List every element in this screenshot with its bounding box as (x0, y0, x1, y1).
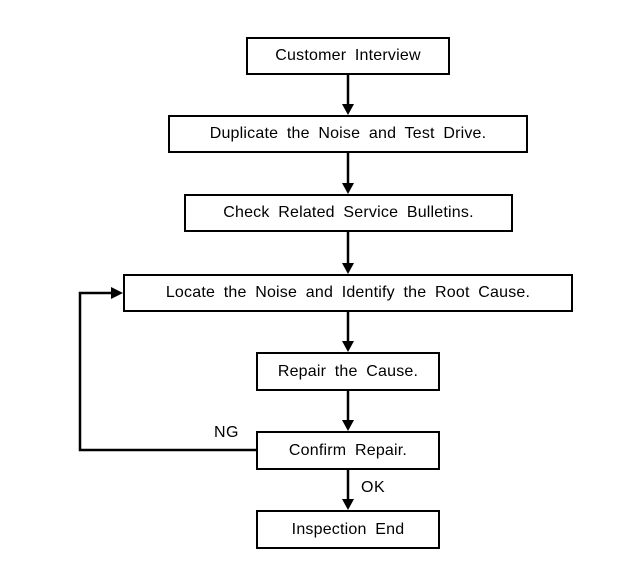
edge-label-ok: OK (361, 479, 386, 496)
arrowhead-down-icon (342, 341, 354, 352)
flow-node-customer-interview: Customer Interview (246, 37, 450, 75)
flow-node-label: Customer Interview (275, 47, 421, 64)
flow-node-check-service-bulletins: Check Related Service Bulletins. (184, 194, 513, 232)
arrowhead-right-icon (111, 287, 123, 299)
edge-label-ng: NG (214, 424, 239, 441)
flow-node-label: Confirm Repair. (288, 441, 408, 459)
flow-node-duplicate-noise-test-drive: Duplicate the Noise and Test Drive. (168, 115, 528, 153)
flow-node-label: Repair the Cause. (277, 362, 419, 380)
flow-node-inspection-end: Inspection End (256, 510, 440, 549)
flow-node-label: Duplicate the Noise and Test Drive. (209, 125, 487, 142)
arrowhead-down-icon (342, 183, 354, 194)
edge-line-ng-loop (78, 291, 256, 452)
flow-node-locate-noise-root-cause: Locate the Noise and Identify the Root C… (123, 274, 573, 312)
flow-node-confirm-repair: Confirm Repair. (256, 431, 440, 470)
arrowhead-down-icon (342, 104, 354, 115)
flow-node-label: Locate the Noise and Identify the Root C… (165, 284, 531, 301)
flow-node-label: Inspection End (291, 520, 405, 538)
arrowhead-down-icon (342, 420, 354, 431)
flow-node-label: Check Related Service Bulletins. (223, 204, 474, 221)
flow-node-repair-cause: Repair the Cause. (256, 352, 440, 391)
arrowhead-down-icon (342, 263, 354, 274)
arrowhead-down-icon (342, 499, 354, 510)
